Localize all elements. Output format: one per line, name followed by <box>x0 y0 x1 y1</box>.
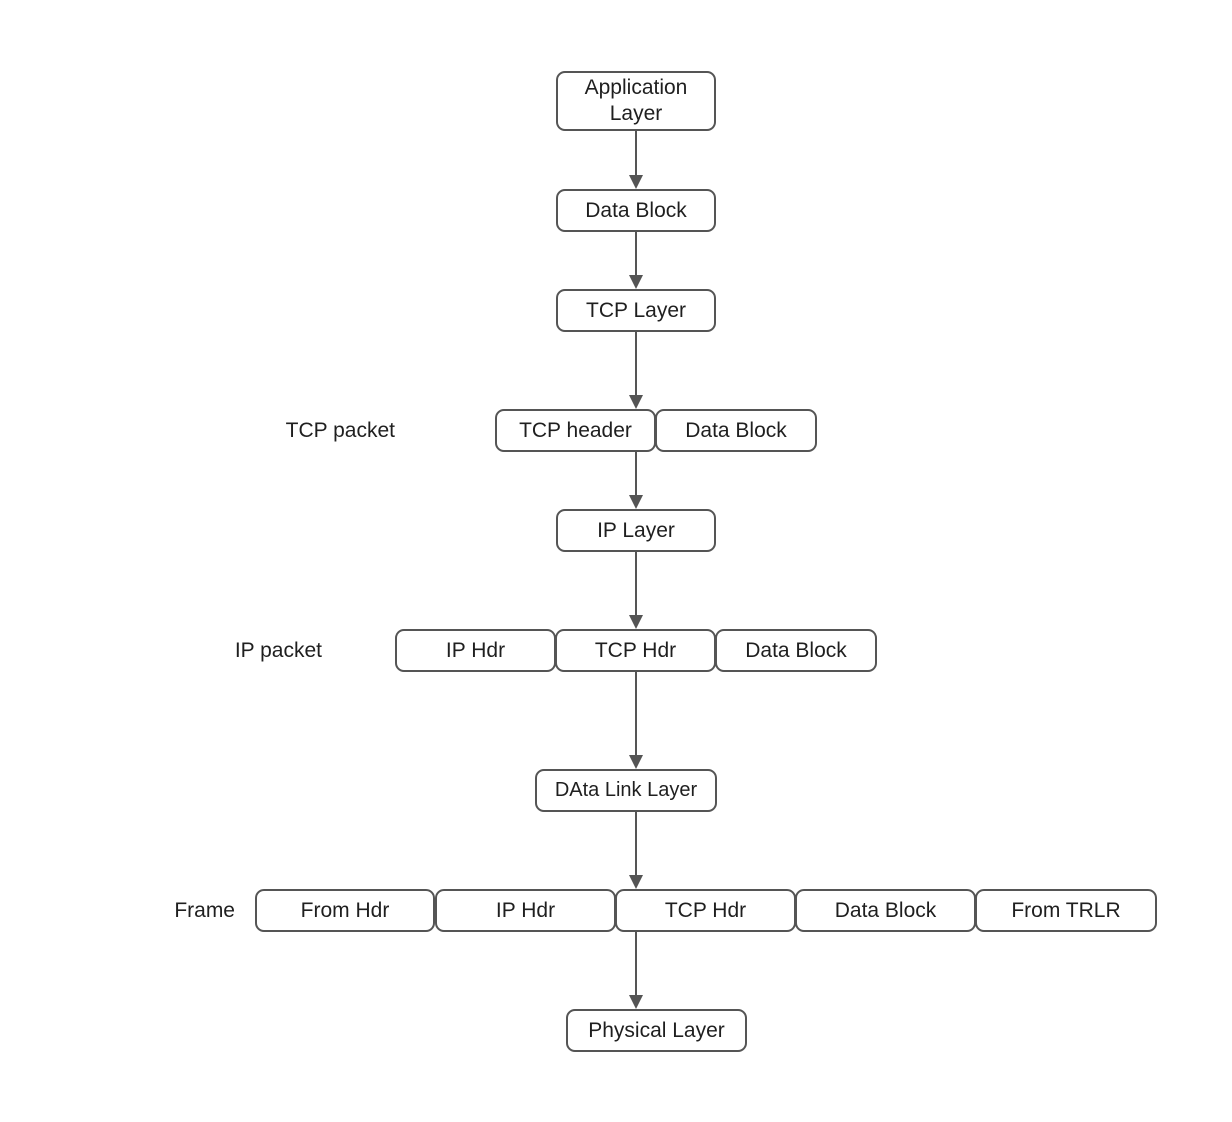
arrow-data-link-layer-to-frame <box>629 812 643 889</box>
arrow-ip-layer-to-ip-packet <box>629 552 643 629</box>
node-tcp-layer[interactable]: TCP Layer <box>556 289 716 332</box>
segment-frame-from-hdr[interactable]: From Hdr <box>255 889 435 932</box>
row-label-tcp-packet: TCP packet <box>285 419 395 442</box>
arrow-data-block-to-tcp-layer <box>629 232 643 289</box>
node-physical-layer[interactable]: Physical Layer <box>566 1009 747 1052</box>
segment-ip-packet-tcp-hdr[interactable]: TCP Hdr <box>555 629 716 672</box>
node-data-link-layer[interactable]: DAta Link Layer <box>535 769 717 812</box>
segment-frame-from-trlr[interactable]: From TRLR <box>975 889 1157 932</box>
arrow-tcp-layer-to-tcp-packet <box>629 332 643 409</box>
segment-tcp-header[interactable]: TCP header <box>495 409 656 452</box>
segment-frame-tcp-hdr[interactable]: TCP Hdr <box>615 889 796 932</box>
segment-frame-ip-hdr[interactable]: IP Hdr <box>435 889 616 932</box>
segment-frame-data-block[interactable]: Data Block <box>795 889 976 932</box>
segment-ip-hdr[interactable]: IP Hdr <box>395 629 556 672</box>
arrow-ip-packet-to-data-link-layer <box>629 672 643 769</box>
row-label-frame: Frame <box>174 899 235 922</box>
segment-tcp-packet-data-block[interactable]: Data Block <box>655 409 817 452</box>
row-label-ip-packet: IP packet <box>234 639 322 662</box>
segment-ip-packet-data-block[interactable]: Data Block <box>715 629 877 672</box>
arrow-tcp-packet-to-ip-layer <box>629 452 643 509</box>
arrow-frame-to-physical-layer <box>629 932 643 1009</box>
node-data-block[interactable]: Data Block <box>556 189 716 232</box>
node-application-layer[interactable]: Application Layer <box>556 71 716 131</box>
arrow-application-to-data-block <box>629 131 643 189</box>
node-ip-layer[interactable]: IP Layer <box>556 509 716 552</box>
